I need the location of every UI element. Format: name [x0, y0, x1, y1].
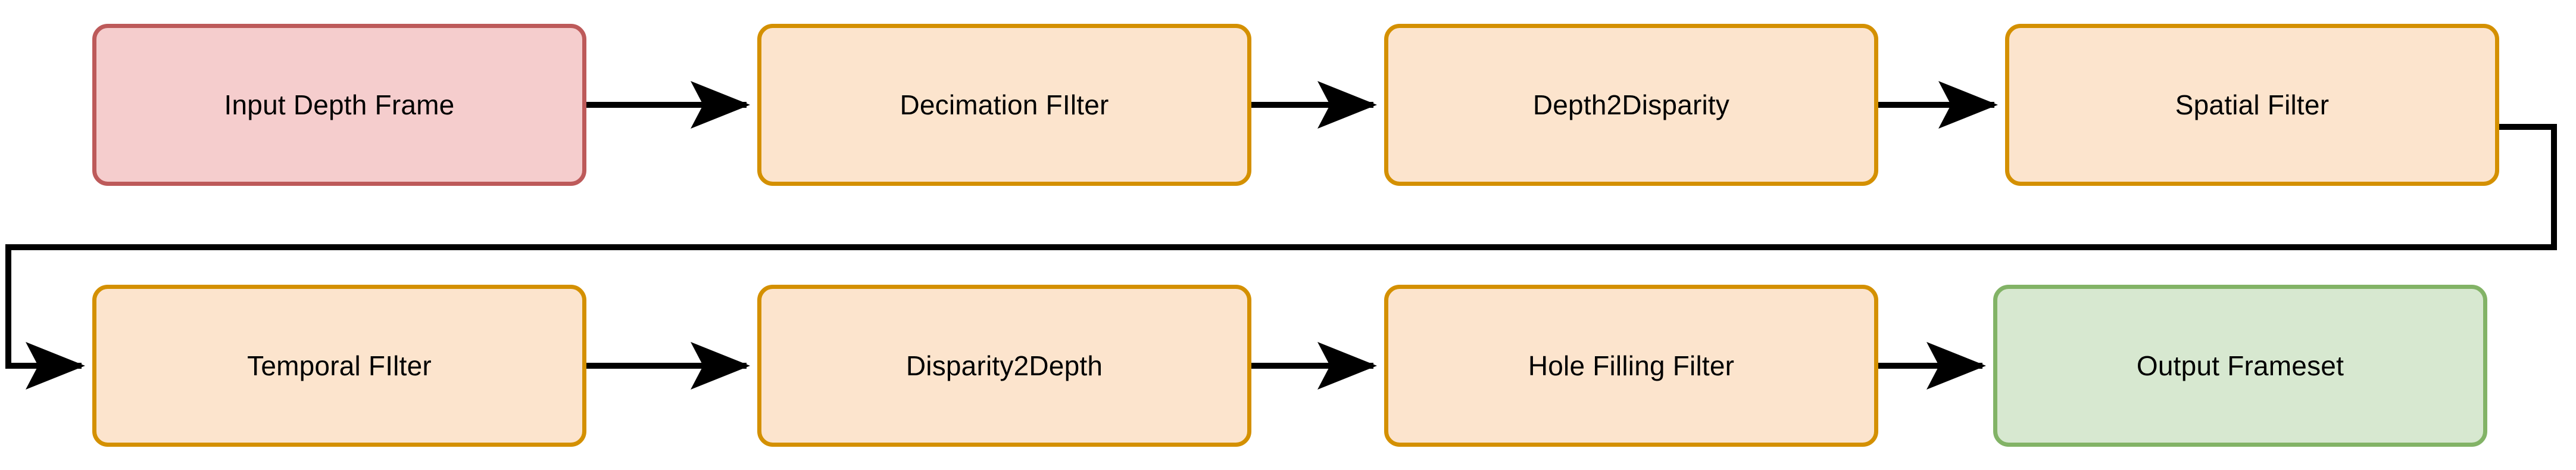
node-depth2disparity[interactable]: Depth2Disparity [1384, 24, 1878, 186]
node-hole-filling-filter[interactable]: Hole Filling Filter [1384, 285, 1878, 447]
node-spatial-filter[interactable]: Spatial Filter [2005, 24, 2499, 186]
node-output-frameset[interactable]: Output Frameset [1993, 285, 2487, 447]
node-decimation-filter[interactable]: Decimation FIlter [757, 24, 1251, 186]
node-label-hole-filling-filter: Hole Filling Filter [1528, 350, 1735, 381]
node-label-disparity2depth: Disparity2Depth [905, 350, 1103, 381]
node-label-input-depth-frame: Input Depth Frame [224, 89, 455, 120]
node-input-depth-frame[interactable]: Input Depth Frame [92, 24, 586, 186]
node-label-depth2disparity: Depth2Disparity [1532, 89, 1730, 120]
node-label-decimation-filter: Decimation FIlter [900, 89, 1109, 120]
node-label-temporal-filter: Temporal FIlter [247, 350, 432, 381]
node-label-spatial-filter: Spatial Filter [2175, 89, 2330, 120]
node-disparity2depth[interactable]: Disparity2Depth [757, 285, 1251, 447]
node-label-output-frameset: Output Frameset [2136, 350, 2344, 381]
node-temporal-filter[interactable]: Temporal FIlter [92, 285, 586, 447]
